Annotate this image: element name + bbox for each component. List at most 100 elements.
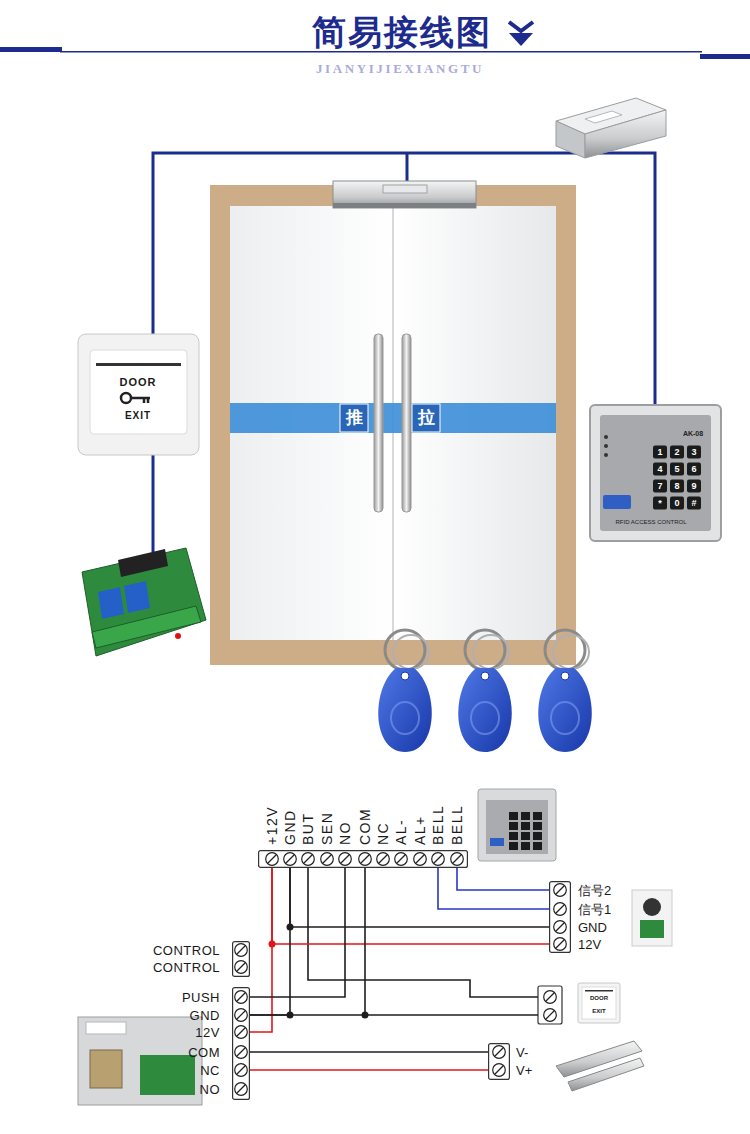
screw-head: [235, 1064, 248, 1077]
screw-head: [235, 961, 248, 974]
terminal-screw: [235, 1009, 248, 1022]
wire: [250, 868, 290, 1015]
screw-head: [235, 1046, 248, 1059]
key: [687, 497, 701, 510]
screw-head: [284, 853, 297, 866]
strip-outline: [550, 882, 571, 953]
terminal-label: AL+: [413, 815, 427, 845]
terminal-screw: [359, 853, 372, 866]
key-legend: *: [658, 499, 662, 508]
terminal-screw: [544, 991, 557, 1004]
terminal-label: V-: [516, 1046, 528, 1059]
screw-head: [493, 1064, 506, 1077]
terminal-block: PUSHGND12VCOMNCNO: [180, 987, 250, 1100]
terminal-screw: [235, 1064, 248, 1077]
screw-slot: [341, 855, 349, 863]
receiver-module: [118, 549, 168, 577]
panel-text: RFID ACCESS CONTROL: [615, 519, 686, 525]
terminal-label: NO: [200, 1083, 221, 1096]
key: [653, 446, 667, 459]
power-supply: [585, 110, 666, 158]
power-board: [140, 1055, 195, 1095]
tag-emboss: [471, 702, 499, 734]
power-label: [585, 111, 622, 123]
key: [687, 480, 701, 493]
screw-slot: [495, 1066, 503, 1074]
key: [533, 842, 542, 850]
header-bar: [0, 47, 62, 52]
wire: [308, 868, 538, 997]
wire: [406, 153, 409, 182]
screw-slot: [237, 993, 245, 1001]
keypad: [590, 405, 721, 541]
exit-button-photo: [578, 983, 620, 1023]
terminal-strip: [549, 881, 571, 953]
screw-head: [359, 853, 372, 866]
strip-outline: [259, 851, 468, 868]
terminal-label: V+: [516, 1064, 532, 1077]
terminal-label: 信号1: [578, 903, 611, 916]
screw-slot: [453, 855, 461, 863]
door-frame: [210, 185, 576, 665]
terminal-screw: [377, 853, 390, 866]
terminal-label: GND: [283, 809, 297, 845]
key: [521, 842, 530, 850]
magnetic-lock: [333, 181, 476, 208]
wire: [250, 1051, 488, 1053]
wire: [438, 868, 549, 909]
keypad-photo: [478, 789, 556, 861]
terminal-label: CONTROL: [153, 944, 220, 957]
key: [670, 463, 684, 476]
screw-head: [451, 853, 464, 866]
keypad-photo: [486, 800, 548, 854]
exit-button-plate: [90, 350, 187, 434]
power-label: [86, 1022, 126, 1034]
key: [687, 446, 701, 459]
transformer: [90, 1050, 122, 1088]
screw-slot: [556, 923, 564, 931]
screw-slot: [237, 946, 245, 954]
screw-slot: [237, 1011, 245, 1019]
key: [533, 832, 542, 840]
key-icon: [131, 398, 150, 403]
key-ring: [553, 635, 589, 669]
terminal-label: SEN: [320, 812, 334, 845]
key-legend: 9: [691, 482, 696, 491]
key: [653, 463, 667, 476]
screw-head: [493, 1046, 506, 1059]
wire: [250, 868, 272, 1032]
screw-slot: [556, 905, 564, 913]
led: [175, 633, 181, 639]
relay: [98, 587, 124, 619]
model-number: AK-08: [683, 430, 703, 437]
door-handle: [374, 334, 383, 512]
tag-emboss: [551, 702, 579, 734]
wire: [250, 868, 345, 997]
terminal-label: NC: [200, 1064, 220, 1077]
wire: [365, 1014, 538, 1016]
key: [533, 812, 542, 820]
terminal-screw: [235, 991, 248, 1004]
terminal-screw: [451, 853, 464, 866]
led: [604, 444, 608, 448]
screw-slot: [495, 1048, 503, 1056]
key: [521, 832, 530, 840]
lock-label: [383, 185, 427, 193]
key-legend: 0: [674, 499, 679, 508]
strip-outline: [489, 1044, 510, 1080]
terminal-label: AL-: [394, 819, 408, 845]
key-legend: 5: [674, 465, 679, 474]
terminal-label: PUSH: [182, 991, 220, 1004]
key: [509, 822, 518, 830]
door-panel: [230, 206, 556, 640]
door-handle: [402, 334, 411, 512]
screw-slot: [237, 963, 245, 971]
key-ring: [393, 635, 429, 669]
rfid-tag: [378, 668, 432, 752]
screw-head: [235, 1009, 248, 1022]
wire: [250, 868, 365, 1015]
door-sign-text: 拉: [418, 409, 435, 426]
exit-button: [78, 334, 199, 455]
